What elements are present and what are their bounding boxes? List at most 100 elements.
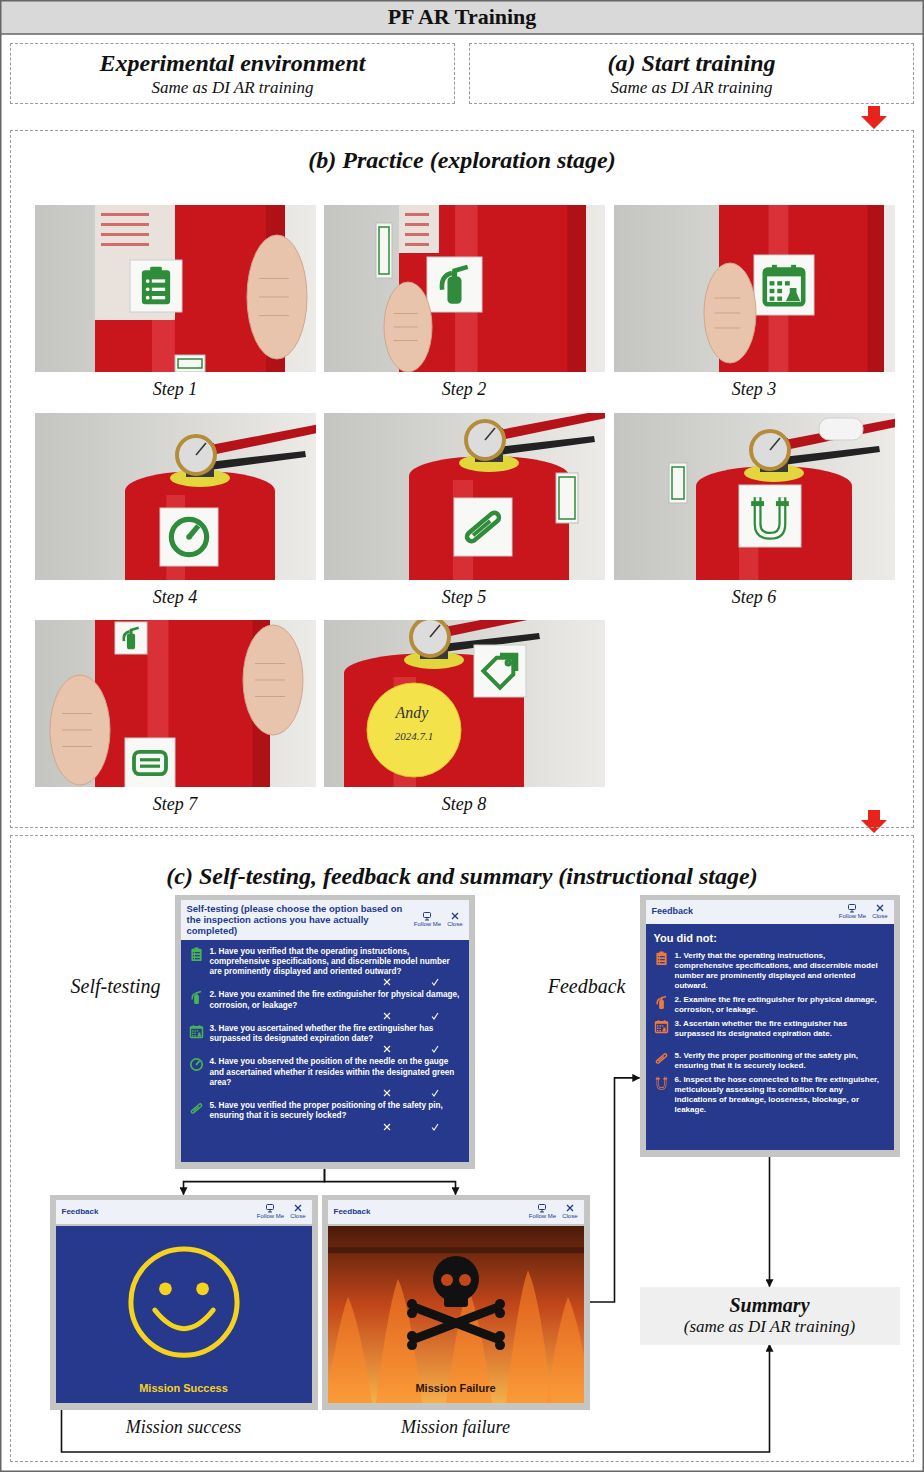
drawn-line <box>259 277 289 278</box>
drawn-line <box>255 679 285 680</box>
icon-caption: Follow Me <box>257 1213 284 1220</box>
drawn-line <box>430 625 440 637</box>
drawn-path <box>198 1025 200 1027</box>
panel-header: FeedbackFollow MeClose <box>56 1200 312 1224</box>
summary-heading: Summary <box>729 1293 809 1317</box>
drawn-rect <box>769 281 774 285</box>
drawn-rect <box>849 905 856 910</box>
yes-mark <box>431 1012 439 1020</box>
yes-mark <box>431 978 439 986</box>
drawn-path <box>771 264 776 272</box>
drawn-rect <box>192 1035 194 1036</box>
drawn-line <box>393 313 417 314</box>
row-text: 5. Have you verified the proper position… <box>210 1101 461 1122</box>
row-text: 5. Verify the proper positioning of the … <box>675 1051 886 1071</box>
step-photo: Step 4 <box>35 413 316 580</box>
drawn-rect <box>35 620 316 787</box>
list-row: 3. Ascertain whether the fire extinguish… <box>654 1019 886 1039</box>
drawn-path <box>154 1310 212 1329</box>
drawn-g <box>656 951 666 965</box>
drawn-div: Follow Me Close <box>414 911 463 928</box>
drawn-circle <box>159 1282 172 1295</box>
photo-caption: Step 7 <box>15 794 336 816</box>
handwritten-note: Andy <box>352 704 472 722</box>
drawn-rect <box>134 751 166 773</box>
drawn-div: Step 8 <box>304 794 625 816</box>
drawn-rect <box>656 952 666 964</box>
drawn-path <box>660 996 665 998</box>
photo-caption: Step 1 <box>15 379 336 401</box>
drawn-circle <box>495 1340 505 1350</box>
list-row: 1. Verify that the operating instruction… <box>654 951 886 991</box>
drawn-div: 2. Examine the fire extinguisher for phy… <box>675 995 886 1015</box>
drawn-path <box>432 1090 438 1096</box>
drawn-rect <box>659 1027 661 1028</box>
panel-body: 1. Have you verified that the operating … <box>181 940 469 1162</box>
drawn-rect <box>775 501 788 506</box>
drawn-ellipse <box>384 282 432 372</box>
drawn-ellipse <box>50 675 110 785</box>
status-text: Mission Failure <box>328 1382 584 1394</box>
header-rule <box>0 33 924 35</box>
section-heading: (c) Self-testing, feedback and summary (… <box>11 836 913 891</box>
drawn-circle <box>407 1331 417 1341</box>
drawn-path <box>434 620 561 639</box>
step-photo: Step 1 <box>35 205 316 372</box>
drawn-line <box>151 279 164 282</box>
drawn-g <box>190 1103 202 1113</box>
photo-caption: Step 2 <box>304 379 625 401</box>
drawn-div: Step 1 <box>15 379 336 401</box>
icon-caption: Follow Me <box>414 921 441 928</box>
drawn-rect <box>655 1078 659 1080</box>
drawn-line <box>255 663 285 664</box>
drawn-circle <box>495 1331 505 1341</box>
no-mark <box>383 978 391 986</box>
drawn-path <box>192 994 195 1000</box>
stage-box: (b) Practice (exploration stage)Step 1St… <box>10 130 914 828</box>
drawn-div: 3. Ascertain whether the fire extinguish… <box>675 1019 886 1039</box>
info-box: (a) Start trainingSame as DI AR training <box>469 43 914 104</box>
drawn-rect <box>465 510 501 542</box>
drawn-rect <box>196 1030 198 1031</box>
drawn-line <box>62 746 92 747</box>
panel-caption: Mission success <box>30 1417 338 1439</box>
panel-header: Self-testing (please choose the option b… <box>181 900 469 940</box>
drawn-line <box>714 297 740 298</box>
row-text: 4. Have you observed the position of the… <box>210 1057 461 1088</box>
step-photo: Step 8 <box>324 620 605 787</box>
drawn-ellipse <box>704 263 756 363</box>
list-row: 3. Have you ascertained whether the fire… <box>189 1024 461 1054</box>
drawn-rect <box>447 276 461 303</box>
feedback-screen: FeedbackFeedbackFollow MeCloseYou did no… <box>640 895 900 1157</box>
row-text: 1. Verify that the operating instruction… <box>675 951 886 991</box>
yes-mark <box>431 1123 439 1131</box>
drawn-circle <box>192 958 193 959</box>
drawn-rect <box>764 269 802 276</box>
drawn-path <box>197 1032 202 1036</box>
drawn-line <box>62 713 92 714</box>
follow-icon <box>847 903 857 913</box>
panel-header: FeedbackFollow MeClose <box>646 900 894 924</box>
close-icon <box>565 1203 575 1213</box>
drawn-path <box>452 266 467 270</box>
panel-subtitle: You did not: <box>654 932 886 944</box>
drawn-rect <box>867 205 884 372</box>
stage-arrow <box>861 106 887 129</box>
drawn-rect <box>130 260 182 312</box>
row-icon <box>189 1024 204 1039</box>
drawn-div: 3. Have you ascertained whether the fire… <box>210 1024 461 1054</box>
connector <box>325 1169 456 1195</box>
step-photo: Step 7 <box>35 620 316 787</box>
drawn-rect <box>751 501 764 506</box>
drawn-g <box>655 1020 667 1032</box>
drawn-g <box>192 992 201 1005</box>
drawn-rect <box>454 498 512 556</box>
drawn-g <box>483 654 516 687</box>
drawn-line <box>140 758 160 761</box>
icon-caption: Close <box>447 921 462 928</box>
photo-caption: Step 5 <box>304 587 625 609</box>
drawn-circle <box>657 962 658 963</box>
drawn-div: Follow MeClose <box>257 1203 306 1220</box>
drawn-path <box>785 287 799 300</box>
self-test-screen: Self-testingSelf-testing (please choose … <box>175 895 475 1169</box>
